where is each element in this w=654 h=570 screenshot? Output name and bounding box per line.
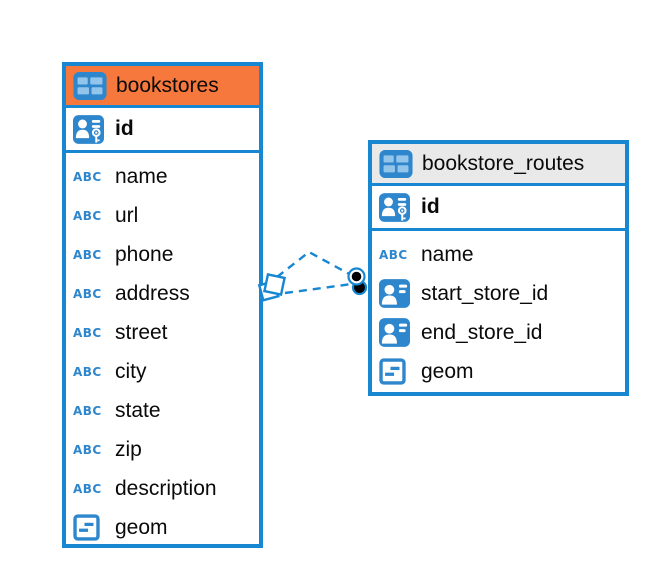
text-type-icon: ABC	[73, 403, 102, 418]
entity-bookstores[interactable]: bookstores id ABC	[62, 62, 263, 548]
column-name: start_store_id	[421, 281, 549, 305]
text-type-icon: ABC	[73, 247, 102, 262]
column-row[interactable]: ABC phone	[66, 235, 259, 274]
column-name: street	[115, 320, 168, 344]
text-type-icon: ABC	[73, 169, 102, 184]
column-row-pk[interactable]: id	[372, 186, 625, 231]
text-type-icon: ABC	[73, 208, 102, 223]
column-name: city	[115, 359, 147, 383]
column-row[interactable]: ABC street	[66, 313, 259, 352]
column-row[interactable]: geom	[66, 508, 259, 547]
table-icon	[73, 71, 107, 100]
column-row[interactable]: ABC address	[66, 274, 259, 313]
column-name: url	[115, 203, 139, 227]
entity-header-bookstore-routes[interactable]: bookstore_routes	[372, 144, 625, 186]
column-name: state	[115, 398, 161, 422]
column-row[interactable]: ABC zip	[66, 430, 259, 469]
column-row[interactable]: ABC state	[66, 391, 259, 430]
entity-header-bookstores[interactable]: bookstores	[66, 66, 259, 108]
column-name: name	[421, 242, 474, 266]
text-type-icon: ABC	[73, 364, 102, 379]
relation-line-2[interactable]	[284, 282, 353, 295]
text-type-icon: ABC	[379, 247, 408, 262]
column-name: address	[115, 281, 190, 305]
geometry-type-icon	[73, 514, 107, 541]
text-type-icon: ABC	[73, 286, 102, 301]
table-title: bookstore_routes	[422, 151, 585, 175]
column-row[interactable]: ABC city	[66, 352, 259, 391]
column-row-pk[interactable]: id	[66, 108, 259, 153]
column-row[interactable]: ABC description	[66, 469, 259, 508]
column-row[interactable]: start_store_id	[372, 274, 625, 313]
entity-columns: ABC name start_store_id	[372, 231, 625, 395]
column-name: name	[115, 164, 168, 188]
column-name: id	[421, 195, 440, 218]
text-type-icon: ABC	[73, 481, 102, 496]
column-row[interactable]: ABC name	[66, 157, 259, 196]
column-name: end_store_id	[421, 320, 543, 344]
primary-key-icon	[379, 192, 413, 222]
table-icon	[379, 149, 413, 178]
column-row[interactable]: geom	[372, 352, 625, 391]
foreign-key-icon	[379, 279, 413, 308]
geometry-type-icon	[379, 358, 413, 385]
column-name: phone	[115, 242, 174, 266]
column-row[interactable]: ABC url	[66, 196, 259, 235]
text-type-icon: ABC	[73, 442, 102, 457]
relation-line-1[interactable]	[276, 250, 352, 278]
table-title: bookstores	[116, 73, 219, 97]
column-name: geom	[115, 515, 168, 539]
foreign-key-icon	[379, 318, 413, 347]
primary-key-icon	[73, 114, 107, 144]
relation-circle-marker[interactable]	[347, 267, 368, 296]
relation-diamond-marker[interactable]	[257, 272, 287, 302]
entity-columns: ABC name ABC url ABC phone ABC address A…	[66, 153, 259, 551]
entity-bookstore-routes[interactable]: bookstore_routes id ABC	[368, 140, 629, 396]
text-type-icon: ABC	[73, 325, 102, 340]
column-name: description	[115, 476, 217, 500]
column-name: zip	[115, 437, 142, 461]
column-name: geom	[421, 359, 474, 383]
column-row[interactable]: ABC name	[372, 235, 625, 274]
column-row[interactable]: end_store_id	[372, 313, 625, 352]
column-name: id	[115, 117, 134, 140]
